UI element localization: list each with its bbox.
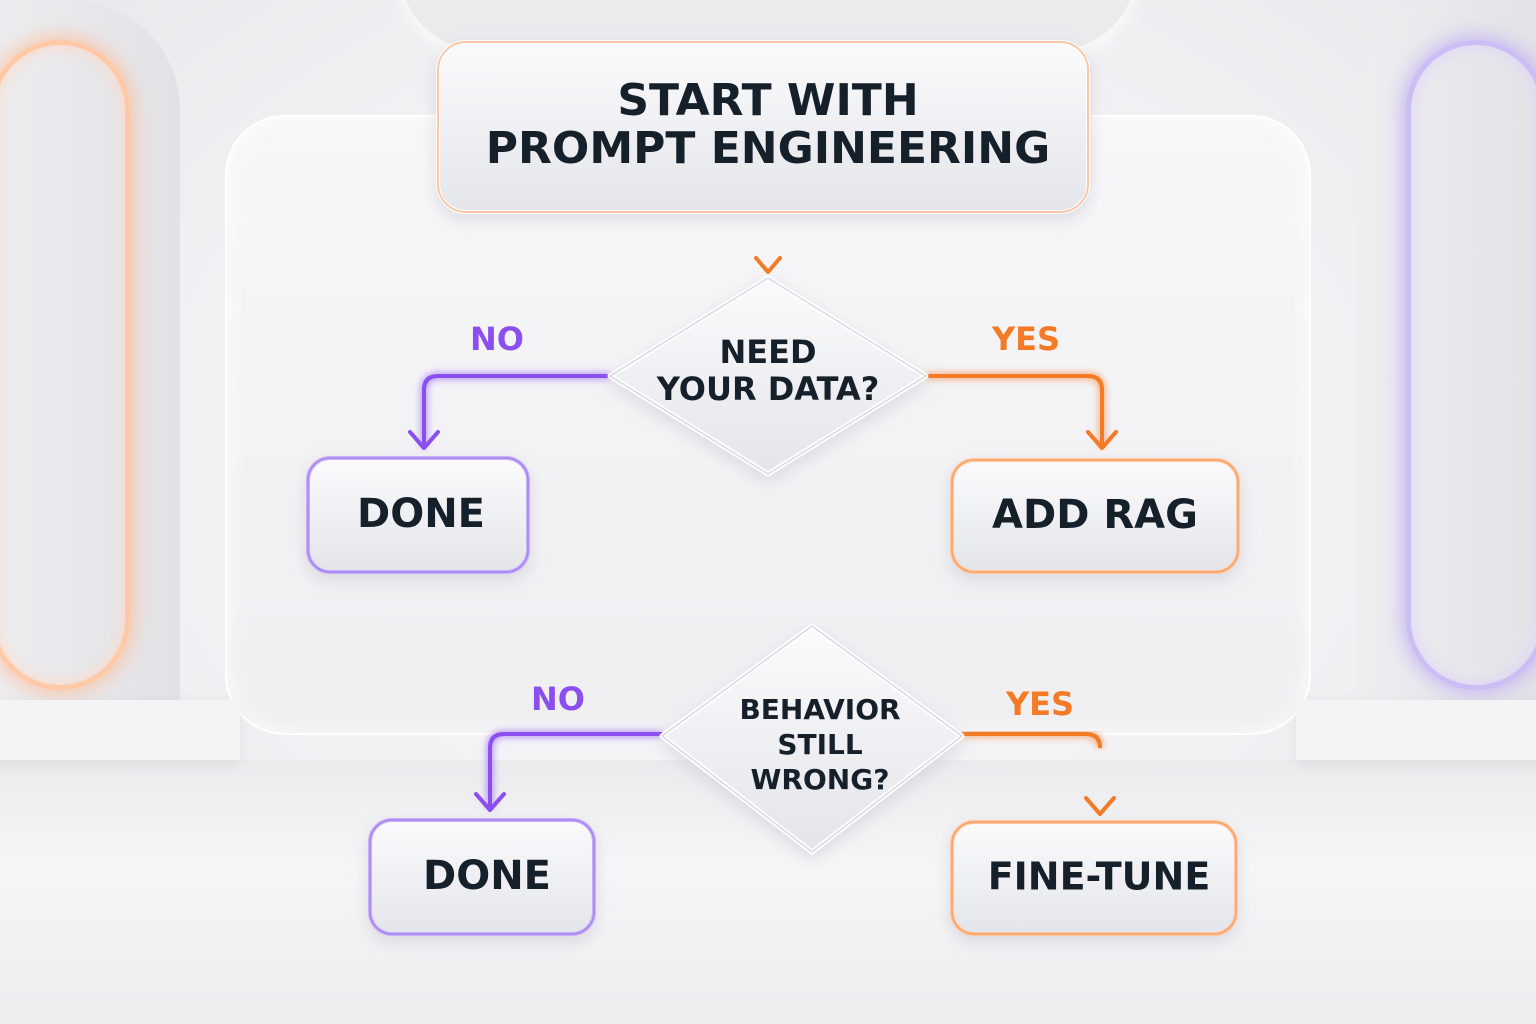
edge-label-d2-yes: YES xyxy=(1005,685,1074,723)
node-start-line1: START WITH xyxy=(617,75,918,126)
edge-decision1-yes xyxy=(926,374,1118,450)
edge-decision2-yes xyxy=(962,732,1102,749)
node-decision1-line2: YOUR DATA? xyxy=(656,370,880,408)
edge-start-to-decision1 xyxy=(754,212,782,274)
edge-addrag-to-finetune xyxy=(1084,576,1116,816)
background-ledge-right xyxy=(1296,700,1536,760)
node-decision2-line1: BEHAVIOR xyxy=(739,693,900,726)
node-done1-label: DONE xyxy=(357,491,485,537)
node-decision2 xyxy=(659,623,965,855)
glow-arch-right xyxy=(1406,40,1536,690)
node-fine-tune xyxy=(950,820,1238,936)
node-add-rag xyxy=(950,458,1240,574)
node-done2 xyxy=(368,818,596,936)
edge-decision1-no xyxy=(408,374,610,450)
node-done2-label: DONE xyxy=(423,853,551,899)
node-add-rag-label: ADD RAG xyxy=(992,492,1198,538)
edge-decision2-no xyxy=(474,732,662,812)
node-start-line2: PROMPT ENGINEERING xyxy=(486,123,1050,174)
node-fine-tune-label: FINE-TUNE xyxy=(988,855,1211,899)
node-decision2-line3: WRONG? xyxy=(751,763,890,796)
edge-label-d1-no: NO xyxy=(470,320,524,358)
glow-arch-left xyxy=(0,40,130,690)
edge-label-d2-no: NO xyxy=(531,680,585,718)
node-decision1-line1: NEED xyxy=(719,333,816,371)
node-decision1 xyxy=(607,275,929,477)
node-start xyxy=(436,40,1090,214)
node-done1 xyxy=(306,456,530,574)
node-decision2-line2: STILL xyxy=(777,728,863,761)
edge-label-d1-yes: YES xyxy=(991,320,1060,358)
background-ledge-left xyxy=(0,700,240,760)
